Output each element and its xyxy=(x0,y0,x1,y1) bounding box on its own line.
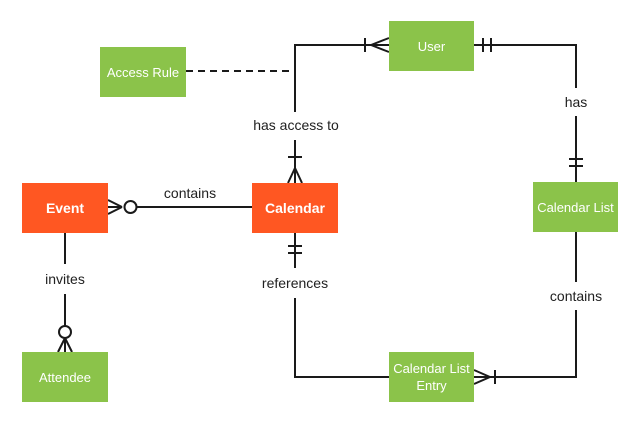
connector-calendar-has-access-to-user[interactable] xyxy=(287,37,390,184)
double-tick-icon xyxy=(482,38,492,52)
crows-foot-icon xyxy=(57,337,73,353)
double-tick-icon xyxy=(288,245,302,254)
crows-foot-icon xyxy=(107,199,123,215)
edge-label-contains-event-calendar: contains xyxy=(160,185,220,201)
connector-event-invites-attendee[interactable] xyxy=(57,233,73,353)
edge-label-references: references xyxy=(258,275,332,291)
entity-event[interactable]: Event xyxy=(22,183,108,233)
entity-calendar-list-entry[interactable]: Calendar List Entry xyxy=(389,352,474,402)
edge-label-has: has xyxy=(561,94,591,110)
connector-user-has-calendar-list[interactable] xyxy=(474,38,583,182)
entity-label: Event xyxy=(45,199,85,216)
connector-line[interactable] xyxy=(294,44,389,183)
connector-calendar-contains-event[interactable] xyxy=(107,199,252,215)
entity-user[interactable]: User xyxy=(389,21,474,71)
connector-line[interactable] xyxy=(474,44,577,182)
entity-label: Calendar List Entry xyxy=(393,361,470,393)
connector-line[interactable] xyxy=(294,233,389,378)
entity-label: Calendar xyxy=(265,199,325,216)
crows-foot-icon xyxy=(370,37,390,53)
crows-foot-icon xyxy=(473,369,491,385)
entity-label: Access Rule xyxy=(106,64,180,80)
zero-ring-icon xyxy=(123,200,138,214)
zero-ring-icon xyxy=(58,325,72,339)
entity-access-rule[interactable]: Access Rule xyxy=(100,47,186,97)
connector-calendar-list-contains-entry[interactable] xyxy=(473,232,577,385)
edge-label-contains-list-entry: contains xyxy=(546,288,606,304)
entity-calendar-list[interactable]: Calendar List xyxy=(533,182,618,232)
crows-foot-icon xyxy=(287,167,303,184)
double-tick-icon xyxy=(569,158,583,167)
edge-label-invites: invites xyxy=(42,271,88,287)
entity-label: Calendar List xyxy=(537,199,614,215)
connector-line[interactable] xyxy=(474,232,577,378)
entity-label: User xyxy=(417,38,446,54)
entity-label: Attendee xyxy=(38,369,92,385)
entity-attendee[interactable]: Attendee xyxy=(22,352,108,402)
connector-calendar-references-entry[interactable] xyxy=(288,233,389,378)
edge-label-has-access-to: has access to xyxy=(250,117,342,133)
entity-calendar[interactable]: Calendar xyxy=(252,183,338,233)
